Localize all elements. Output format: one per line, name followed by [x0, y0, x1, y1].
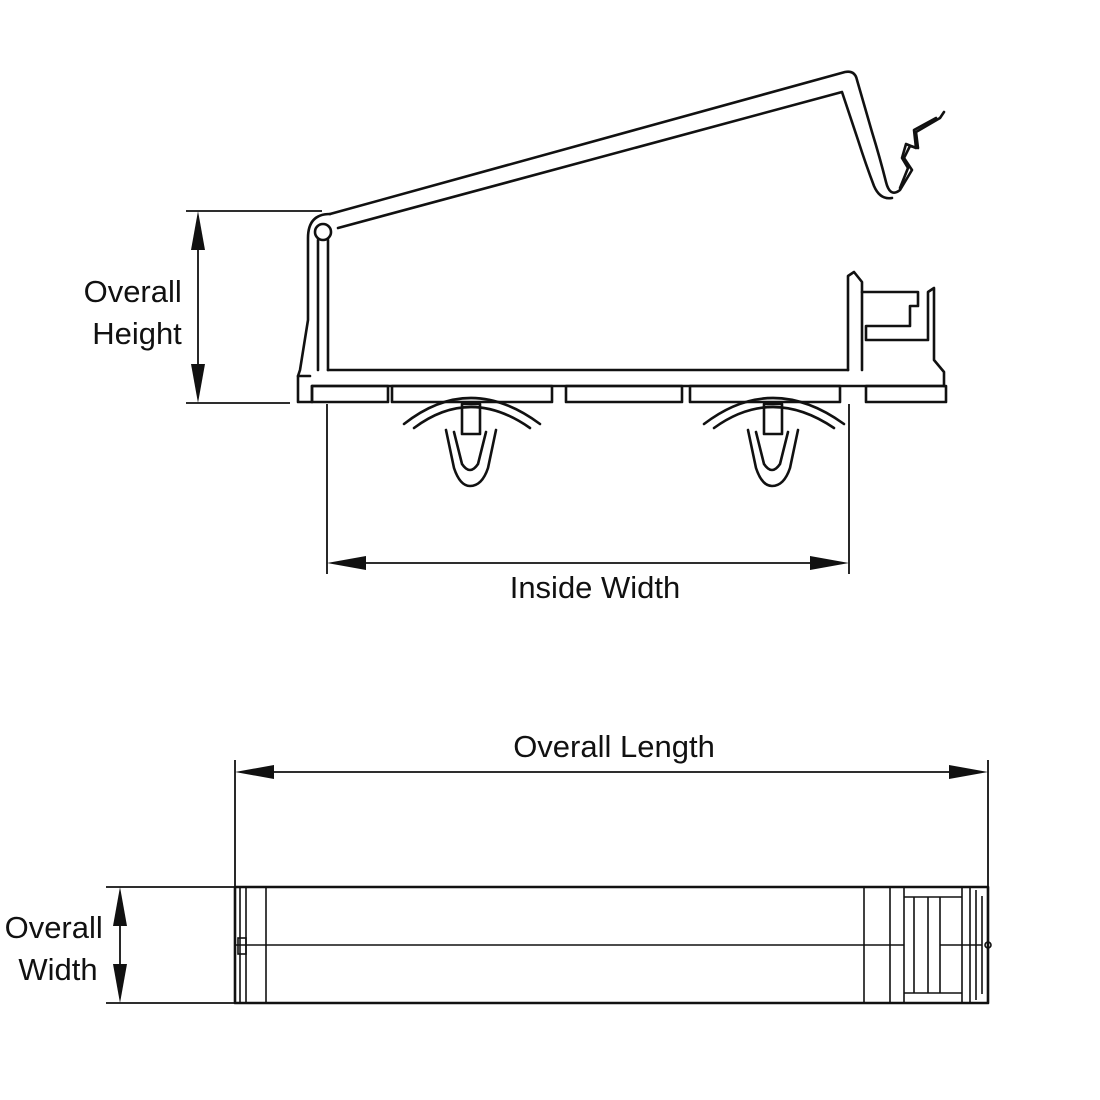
inside-width-dimension — [326, 404, 850, 574]
base-pad — [688, 384, 842, 404]
overall-length-label: Overall Length — [513, 729, 715, 764]
hinge-left-wall — [296, 212, 332, 404]
overall-length-dimension — [234, 760, 989, 887]
base-floor-bottom — [296, 374, 946, 388]
inside-width-label: Inside Width — [510, 570, 681, 605]
overall-height-dimension — [186, 210, 322, 404]
hinge-pin — [313, 222, 333, 242]
right-wall — [846, 270, 864, 372]
top-view: Overall Length Overall Width — [5, 729, 992, 1005]
push-rivet-right — [702, 396, 846, 488]
latch-detail — [904, 887, 983, 1003]
side-view: Overall Height Inside Width — [84, 70, 948, 605]
base-pad — [310, 384, 390, 404]
overall-width-label: Overall Width — [5, 910, 112, 987]
inner-left-wall — [316, 238, 330, 372]
overall-width-dimension — [106, 886, 235, 1004]
lid-outline — [328, 70, 946, 216]
push-rivet-left — [402, 396, 542, 488]
base-pad — [390, 384, 554, 404]
base-pad — [564, 384, 684, 404]
latch-hook — [898, 116, 938, 190]
right-pin — [984, 941, 992, 949]
overall-height-label: Overall Height — [84, 274, 191, 351]
base-pad — [864, 384, 948, 404]
lid-inner-line — [336, 90, 894, 230]
left-hinge-tab — [237, 937, 247, 955]
latch-receiver — [860, 286, 946, 388]
